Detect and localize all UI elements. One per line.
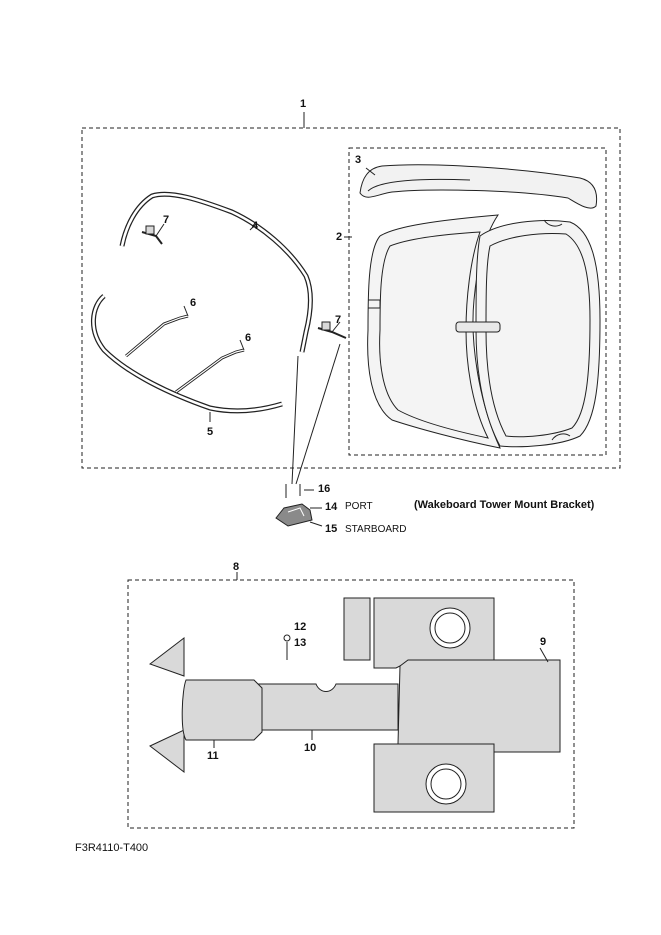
callout-7a: 7 [163, 214, 170, 226]
callout-12: 12 [294, 621, 307, 633]
part-9-mat [343, 597, 561, 813]
callout-2: 2 [336, 231, 343, 243]
part-5-lower-frame [90, 294, 283, 422]
callout-11: 11 [207, 750, 219, 762]
callout-8: 8 [233, 561, 240, 573]
part-7-brackets [141, 223, 347, 339]
mount-line-b [295, 343, 341, 485]
callout-10: 10 [304, 742, 317, 754]
callout-6a: 6 [190, 297, 197, 309]
part-12-13-fasteners [283, 634, 291, 660]
part-11-mats [148, 636, 263, 774]
callout-14: 14 [325, 501, 338, 513]
callout-1: 1 [300, 98, 307, 110]
part-10-mat [253, 683, 399, 740]
group-8-frame [127, 579, 575, 829]
part-6-struts [125, 305, 245, 394]
group-2-frame [348, 147, 607, 456]
callout-13: 13 [294, 637, 307, 649]
part-4-tower-frame [119, 191, 313, 353]
mount-bracket-note: (Wakeboard Tower Mount Bracket) [414, 499, 595, 511]
part-14-15-mount-bracket [275, 484, 323, 527]
callout-4: 4 [252, 220, 259, 232]
part-2-cushions [367, 214, 601, 449]
starboard-label: STARBOARD [345, 524, 407, 535]
group-1-frame [81, 127, 621, 469]
callout-16: 16 [318, 483, 331, 495]
part-3-pad [359, 164, 598, 209]
callout-9: 9 [540, 636, 547, 648]
callout-15: 15 [325, 523, 338, 535]
callout-6b: 6 [245, 332, 252, 344]
port-label: PORT [345, 501, 373, 512]
callout-5: 5 [207, 426, 214, 438]
callout-3: 3 [355, 154, 362, 166]
diagram-code: F3R4110-T400 [75, 842, 149, 854]
callout-7b: 7 [335, 314, 342, 326]
mount-line-a [291, 355, 299, 485]
